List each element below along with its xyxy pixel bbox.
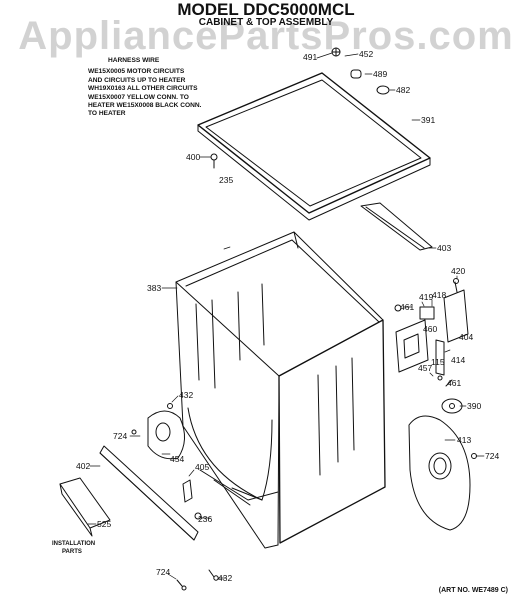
part-label-489: 489: [373, 69, 387, 79]
part-label-419: 419: [419, 292, 433, 302]
part-label-420: 420: [451, 266, 465, 276]
part-label-454: 454: [170, 454, 184, 464]
part-label-724: 724: [113, 431, 127, 441]
part-label-724: 724: [485, 451, 499, 461]
part-390: [441, 398, 463, 414]
part-label-432: 432: [179, 390, 193, 400]
top-panel: [197, 72, 431, 221]
part-label-236: 236: [198, 514, 212, 524]
watermark: AppliancePartsPros.com: [18, 14, 514, 58]
part-label-413: 413: [457, 435, 471, 445]
leader-lines: [87, 52, 485, 580]
part-label-491: 491: [303, 52, 317, 62]
installation-label-line2: PARTS: [62, 549, 82, 555]
part-label-724: 724: [156, 567, 170, 577]
harness-note-line: WE15X0005 MOTOR CIRCUITS: [88, 68, 185, 76]
part-label-414: 414: [451, 355, 465, 365]
bottom-fasteners: [176, 569, 219, 591]
art-number: (ART NO. WE7489 C): [438, 587, 508, 594]
part-label-460: 460: [423, 324, 437, 334]
part-label-405: 405: [195, 462, 209, 472]
diagram-subtitle: CABINET & TOP ASSEMBLY: [198, 17, 334, 28]
part-label-402: 402: [76, 461, 90, 471]
part-label-452: 452: [359, 49, 373, 59]
part-402: [99, 445, 202, 541]
part-label-418: 418: [432, 290, 446, 300]
harness-note-line: TO HEATER: [88, 110, 126, 118]
part-label-390: 390: [467, 401, 481, 411]
part-label-482: 482: [396, 85, 410, 95]
part-454: [131, 403, 185, 460]
part-label-461: 461: [447, 378, 461, 388]
part-413: [408, 415, 477, 531]
bracket-parts: [395, 278, 469, 387]
diagram-title: MODEL DDC5000MCL: [177, 0, 355, 19]
part-label-391: 391: [421, 115, 435, 125]
part-label-432: 432: [218, 573, 232, 583]
harness-note-line: WH19X0163 ALL OTHER CIRCUITS: [88, 85, 198, 93]
harness-note-line: HEATER WE15X0008 BLACK CONN.: [88, 102, 202, 110]
harness-note-line: WE15X0007 YELLOW CONN. TO: [88, 93, 189, 101]
cabinet-body: [175, 231, 402, 549]
part-label-383: 383: [147, 283, 161, 293]
part-labels: 491 452 489 482 391 400 235 403 383 461 …: [76, 49, 499, 583]
installation-label: INSTALLATION PARTS: [52, 541, 95, 555]
harness-note-heading: HARNESS WIRE: [108, 57, 160, 64]
part-525: [59, 477, 111, 537]
harness-note: HARNESS WIRE WE15X0005 MOTOR CIRCUITS AN…: [88, 57, 258, 119]
part-label-115: 115: [431, 357, 445, 367]
part-label-235: 235: [219, 175, 233, 185]
part-label-461: 461: [400, 302, 414, 312]
part-label-457: 457: [418, 363, 432, 373]
front-strip: [360, 202, 433, 251]
part-label-400: 400: [186, 152, 200, 162]
part-label-525: 525: [97, 519, 111, 529]
harness-note-line: AND CIRCUITS UP TO HEATER: [88, 76, 186, 84]
part-label-403: 403: [437, 243, 451, 253]
installation-label-line1: INSTALLATION: [52, 541, 95, 547]
part-405: [182, 479, 193, 503]
part-label-404: 404: [459, 332, 473, 342]
